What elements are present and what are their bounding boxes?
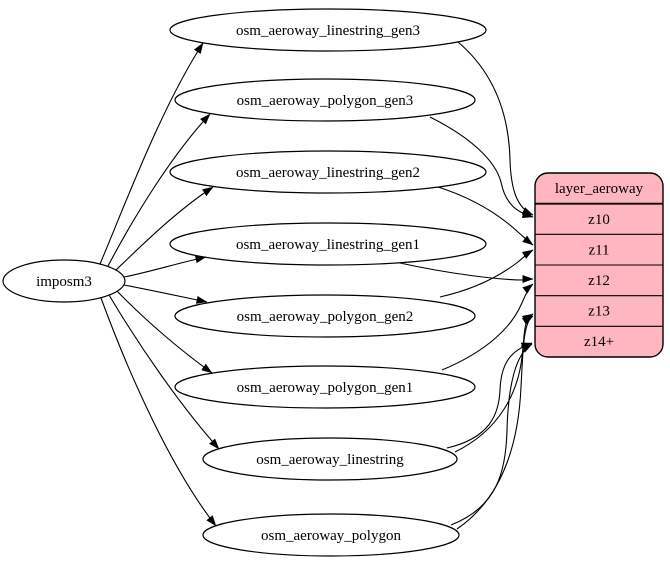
node-osm-aeroway-polygon-gen1: osm_aeroway_polygon_gen1 (174, 365, 476, 409)
edge-polygon-gen1-z12 (441, 283, 534, 371)
table-ellipse (174, 365, 476, 409)
edge-imposm3-polygon-gen3 (107, 113, 211, 267)
node-osm-aeroway-linestring: osm_aeroway_linestring (202, 437, 458, 481)
table-ellipse (169, 8, 487, 52)
edge-polygon-gen3-z10 (429, 116, 534, 219)
table-label: osm_aeroway_linestring (256, 452, 404, 468)
edges-source-to-tables (99, 42, 220, 527)
edge-imposm3-polygon (100, 297, 217, 527)
table-ellipse (169, 150, 487, 194)
edge-imposm3-linestring-gen2 (115, 186, 214, 271)
node-layer-aeroway: layer_aeroway z10 z11 z12 z13 z14+ (534, 172, 664, 358)
layer-row-z13: z13 (588, 304, 610, 320)
node-imposm3: imposm3 (2, 259, 126, 303)
node-osm-aeroway-linestring-gen2: osm_aeroway_linestring_gen2 (169, 150, 487, 194)
layer-row-z10: z10 (588, 212, 610, 228)
edges-tables-to-layer (399, 41, 534, 530)
table-ellipse (174, 78, 476, 122)
table-label: osm_aeroway_polygon (261, 528, 401, 544)
node-osm-aeroway-polygon-gen2: osm_aeroway_polygon_gen2 (174, 294, 476, 338)
edge-linestring-gen2-z11 (434, 185, 534, 246)
edge-imposm3-linestring (108, 294, 220, 450)
node-osm-aeroway-polygon: osm_aeroway_polygon (202, 513, 460, 557)
table-ellipse (202, 437, 458, 481)
table-ellipse (202, 513, 460, 557)
edge-polygon-z14 (450, 343, 533, 526)
layer-row-z14: z14+ (584, 334, 614, 350)
table-label: osm_aeroway_linestring_gen3 (236, 23, 420, 39)
table-label: osm_aeroway_polygon_gen3 (237, 93, 414, 109)
node-osm-aeroway-linestring-gen1: osm_aeroway_linestring_gen1 (169, 222, 487, 266)
edge-imposm3-polygon-gen1 (116, 290, 213, 374)
table-ellipse (169, 222, 487, 266)
node-osm-aeroway-linestring-gen3: osm_aeroway_linestring_gen3 (169, 8, 487, 52)
table-ellipse (174, 294, 476, 338)
layer-row-z11: z11 (588, 243, 609, 259)
edge-imposm3-polygon-gen2 (123, 284, 208, 304)
layer-aeroway-title: layer_aeroway (555, 181, 644, 197)
imposm3-ellipse (2, 259, 126, 303)
table-label: osm_aeroway_linestring_gen1 (236, 237, 420, 253)
edge-linestring-gen3-z10 (457, 41, 534, 216)
layer-row-z12: z12 (588, 273, 610, 289)
table-label: osm_aeroway_polygon_gen2 (237, 309, 414, 325)
edge-linestring-gen1-z12 (399, 262, 534, 284)
edge-linestring-z14 (446, 342, 533, 449)
edge-imposm3-linestring-gen1 (123, 255, 207, 278)
edge-polygon-gen2-z11 (439, 249, 534, 298)
edge-imposm3-linestring-gen3 (99, 42, 204, 265)
table-label: osm_aeroway_polygon_gen1 (237, 380, 414, 396)
node-osm-aeroway-polygon-gen3: osm_aeroway_polygon_gen3 (174, 78, 476, 122)
table-label: osm_aeroway_linestring_gen2 (236, 165, 420, 181)
imposm3-label: imposm3 (36, 274, 92, 290)
